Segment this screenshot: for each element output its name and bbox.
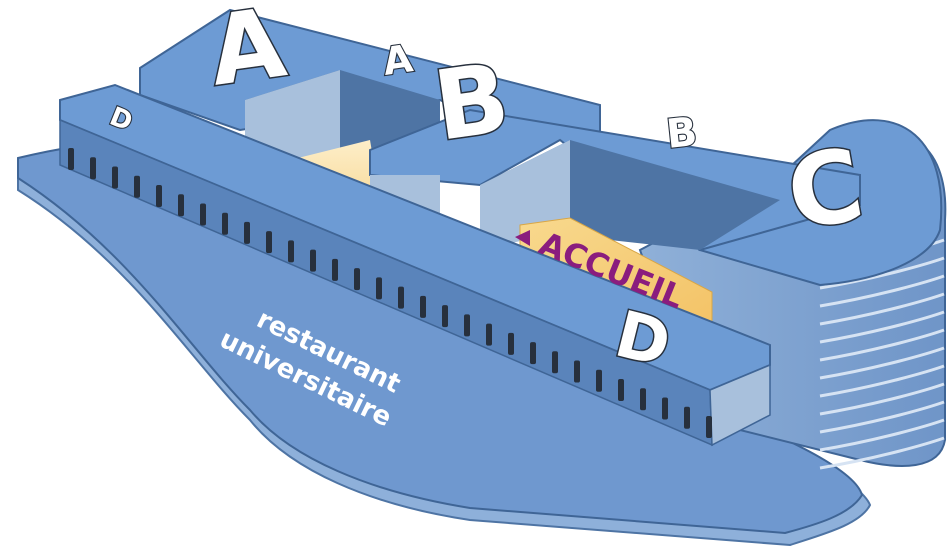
pillar [376, 277, 382, 300]
pillar [552, 351, 558, 374]
pillar [200, 203, 206, 226]
c-stripe [819, 382, 945, 416]
c-stripe [819, 256, 945, 290]
building-d[interactable] [59, 83, 771, 447]
building-d-pillars [68, 148, 712, 438]
pillar [112, 166, 118, 189]
pillar [486, 323, 492, 346]
pillar [310, 249, 316, 272]
pillar [662, 397, 668, 420]
pillar [574, 360, 580, 383]
label-a-small: A [380, 36, 416, 84]
pillar [530, 342, 536, 365]
pillar [68, 148, 74, 170]
pillar [596, 369, 602, 392]
c-stripe [819, 328, 945, 362]
pillar [684, 406, 690, 429]
c-stripe [819, 400, 945, 434]
c-stripe [819, 292, 945, 326]
c-stripe [819, 436, 945, 470]
c-stripe [819, 310, 945, 344]
pillar [354, 268, 360, 291]
pillar [156, 184, 162, 207]
pillar [508, 332, 514, 355]
pillar [398, 286, 404, 309]
building-c-stripes [819, 238, 945, 470]
accueil-arrow-icon [515, 230, 530, 246]
c-stripe [819, 364, 945, 398]
pillar [332, 258, 338, 281]
label-a-large: A [203, 0, 292, 108]
label-b-large: B [428, 42, 516, 163]
pillar [222, 212, 228, 235]
pillar [420, 295, 426, 318]
c-stripe [819, 274, 945, 308]
pillar [442, 305, 448, 328]
pillar [706, 416, 712, 438]
c-stripe [819, 346, 945, 380]
c-stripe [819, 418, 945, 452]
pillar [618, 379, 624, 402]
pillar [288, 240, 294, 263]
pillar [640, 388, 646, 411]
pillar [266, 231, 272, 254]
pillar [464, 314, 470, 337]
pillar [178, 194, 184, 217]
pillar [244, 221, 250, 244]
pillar [90, 157, 96, 180]
label-b-small: B [664, 109, 699, 158]
pillar [134, 175, 140, 198]
